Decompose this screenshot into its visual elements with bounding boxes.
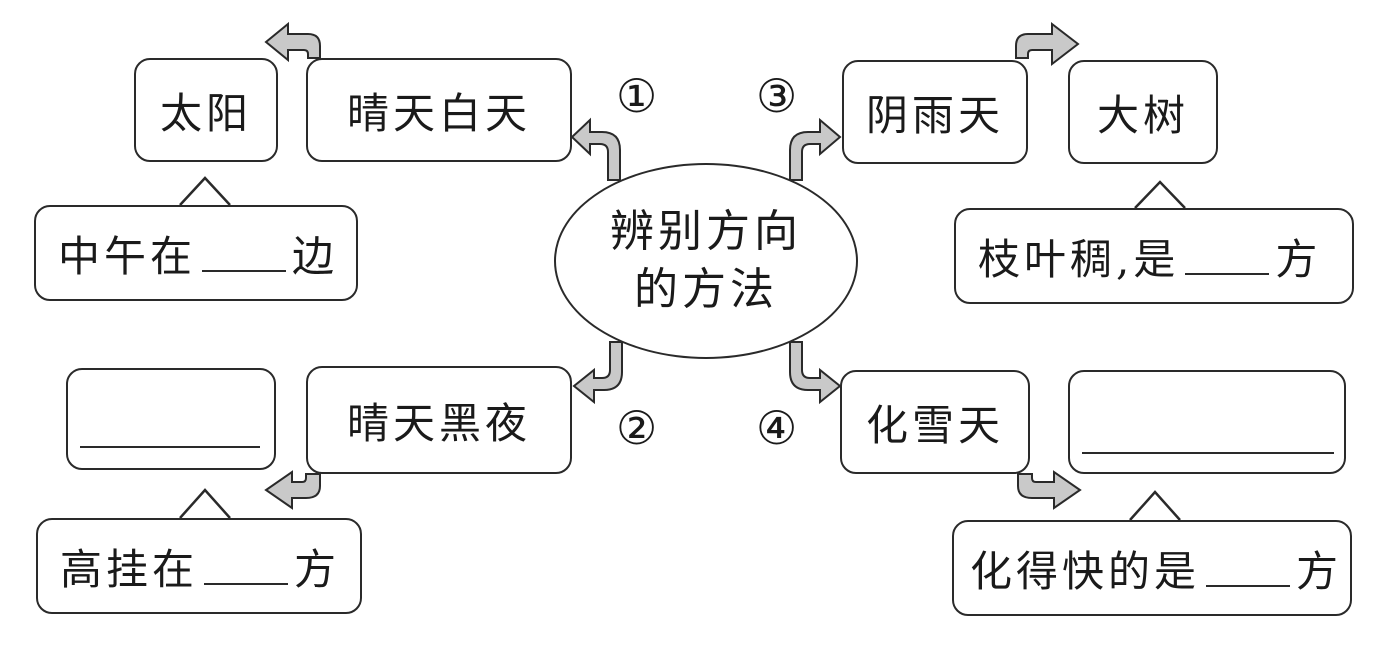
arrow-4 bbox=[789, 341, 842, 405]
branch3-hint-suffix: 方 bbox=[1275, 234, 1322, 284]
branch4-main-label: 化雪天 bbox=[865, 400, 1004, 450]
branch3-hint-box: 枝叶稠,是 方 bbox=[954, 208, 1354, 304]
arrow-3b bbox=[1015, 21, 1080, 67]
branch3-hint-prefix: 枝叶稠,是 bbox=[978, 234, 1180, 284]
branch4-object-box[interactable] bbox=[1068, 370, 1346, 474]
branch1-hint-suffix: 边 bbox=[292, 231, 339, 281]
arrow-1 bbox=[570, 117, 621, 181]
answer-blank[interactable] bbox=[1185, 237, 1270, 275]
answer-blank[interactable] bbox=[204, 547, 289, 585]
branch1-main-label: 晴天白天 bbox=[346, 88, 531, 138]
branch2-object-blank-line bbox=[80, 446, 260, 448]
arrow-4b bbox=[1017, 470, 1082, 510]
branch4-hint-box: 化得快的是 方 bbox=[952, 520, 1352, 616]
branch1-hint-prefix: 中午在 bbox=[58, 231, 197, 281]
branch4-main-box: 化雪天 bbox=[840, 370, 1030, 474]
branch1-main-box: 晴天白天 bbox=[306, 58, 572, 162]
callout-tail-1 bbox=[179, 176, 231, 206]
center-line-1: 辨别方向 bbox=[610, 206, 802, 257]
branch1-object-label: 太阳 bbox=[159, 88, 252, 138]
marker-2: ② bbox=[616, 401, 658, 455]
marker-3: ③ bbox=[756, 69, 798, 123]
center-topic: 辨别方向 的方法 bbox=[554, 163, 858, 359]
callout-tail-3 bbox=[1134, 180, 1186, 209]
branch3-object-box: 大树 bbox=[1068, 60, 1218, 164]
arrow-3 bbox=[789, 117, 842, 181]
branch3-object-label: 大树 bbox=[1096, 90, 1189, 140]
branch3-main-label: 阴雨天 bbox=[865, 90, 1004, 140]
branch4-hint-prefix: 化得快的是 bbox=[970, 546, 1201, 596]
arrow-2b bbox=[264, 470, 321, 510]
branch2-main-label: 晴天黑夜 bbox=[346, 398, 531, 448]
answer-blank[interactable] bbox=[1206, 549, 1291, 587]
arrow-2 bbox=[572, 341, 623, 405]
branch2-hint-prefix: 高挂在 bbox=[60, 544, 199, 594]
branch2-main-box: 晴天黑夜 bbox=[306, 366, 572, 474]
branch2-object-box[interactable] bbox=[66, 368, 276, 470]
callout-tail-4 bbox=[1129, 490, 1181, 521]
branch3-main-box: 阴雨天 bbox=[842, 60, 1028, 164]
answer-blank[interactable] bbox=[202, 234, 287, 272]
branch4-object-blank-line bbox=[1082, 452, 1334, 454]
arrow-1b bbox=[264, 21, 321, 63]
branch4-hint-suffix: 方 bbox=[1296, 546, 1343, 596]
branch1-object-box: 太阳 bbox=[134, 58, 278, 162]
center-line-2: 的方法 bbox=[634, 264, 778, 315]
callout-tail-2 bbox=[179, 488, 231, 519]
branch1-hint-box: 中午在 边 bbox=[34, 205, 358, 301]
branch2-hint-suffix: 方 bbox=[294, 544, 341, 594]
marker-1: ① bbox=[616, 69, 658, 123]
branch2-hint-box: 高挂在 方 bbox=[36, 518, 362, 614]
marker-4: ④ bbox=[756, 401, 798, 455]
